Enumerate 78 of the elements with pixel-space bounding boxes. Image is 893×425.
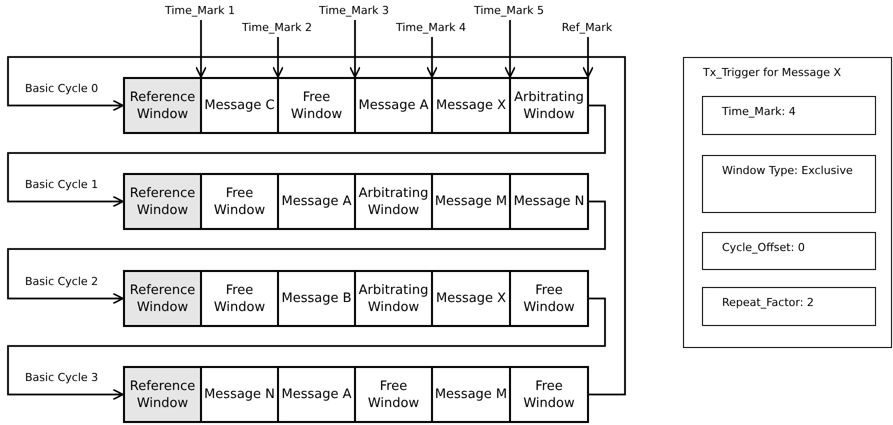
- field-box: [702, 155, 876, 213]
- arrow: [349, 20, 361, 78]
- cycle-label: Basic Cycle 2: [25, 275, 98, 288]
- window-box: [354, 366, 433, 423]
- window-label: Message A: [358, 97, 428, 114]
- window-box: [509, 366, 589, 423]
- window-box: [123, 270, 202, 327]
- window-box: [277, 366, 356, 423]
- window-box: [277, 77, 356, 134]
- window-label: Message X: [436, 97, 506, 114]
- arrow: [195, 20, 207, 78]
- arrow: [272, 37, 284, 78]
- window-box: [277, 270, 356, 327]
- window-box: [123, 77, 202, 134]
- window-box: [200, 366, 279, 423]
- window-label: Message M: [434, 386, 508, 403]
- window-box: [354, 173, 433, 230]
- window-label: Arbitrating Window: [358, 184, 430, 218]
- arrow: [582, 37, 594, 78]
- window-label: Message N: [204, 386, 275, 403]
- window-label: Reference Window: [128, 88, 196, 122]
- mark-label: Time_Mark 2: [240, 21, 314, 34]
- cycle-label: Basic Cycle 3: [25, 371, 98, 384]
- window-label: Reference Window: [128, 282, 196, 316]
- arrow: [7, 298, 606, 400]
- window-label: Free Window: [212, 282, 266, 316]
- window-label: Free Window: [366, 378, 420, 412]
- window-box: [354, 77, 433, 134]
- field-label: Window Type: Exclusive: [722, 164, 854, 178]
- cycle-label: Basic Cycle 0: [25, 82, 98, 95]
- window-label: Message A: [281, 386, 352, 403]
- window-box: [200, 77, 279, 134]
- mark-label: Time_Mark 3: [318, 4, 390, 17]
- field-box: [702, 287, 876, 326]
- window-label: Free Window: [522, 282, 576, 316]
- window-box: [354, 270, 433, 327]
- window-label: Reference Window: [128, 184, 196, 218]
- mark-label: Time_Mark 5: [472, 4, 546, 17]
- window-label: Message X: [436, 290, 506, 307]
- window-label: Free Window: [290, 88, 344, 122]
- window-box: [431, 77, 511, 134]
- window-label: Reference Window: [128, 378, 196, 412]
- window-label: Free Window: [212, 184, 266, 218]
- mark-label: Time_Mark 1: [164, 4, 236, 17]
- window-label: Message M: [434, 193, 508, 210]
- window-label: Arbitrating Window: [513, 88, 585, 122]
- window-box: [431, 366, 511, 423]
- field-label: Cycle_Offset: 0: [722, 241, 806, 255]
- window-label: Message N: [514, 193, 584, 210]
- arrow: [7, 200, 606, 304]
- window-box: [200, 173, 279, 230]
- field-box: [702, 232, 876, 270]
- arrow: [7, 104, 606, 208]
- window-label: Free Window: [522, 378, 576, 412]
- window-box: [200, 270, 279, 327]
- arrow: [504, 20, 516, 78]
- window-box: [123, 173, 202, 230]
- window-box: [277, 173, 356, 230]
- window-label: Message A: [281, 193, 352, 210]
- cycle-label: Basic Cycle 1: [25, 178, 98, 191]
- window-box: [509, 270, 589, 327]
- arrow: [426, 37, 438, 78]
- field-box: [702, 96, 876, 135]
- field-label: Time_Mark: 4: [722, 105, 797, 119]
- mark-label: Time_Mark 4: [394, 21, 468, 34]
- window-label: Arbitrating Window: [358, 282, 430, 316]
- window-box: [431, 173, 511, 230]
- window-label: Message C: [204, 97, 275, 114]
- window-box: [509, 173, 589, 230]
- mark-label: Ref_Mark: [560, 21, 614, 34]
- window-box: [123, 366, 202, 423]
- window-label: Message B: [281, 290, 352, 307]
- arrow: [7, 56, 626, 396]
- panel-heading: Tx_Trigger for Message X: [703, 66, 842, 79]
- trigger-panel: [683, 57, 892, 348]
- window-box: [431, 270, 511, 327]
- field-label: Repeat_Factor: 2: [722, 296, 815, 310]
- window-box: [509, 77, 589, 134]
